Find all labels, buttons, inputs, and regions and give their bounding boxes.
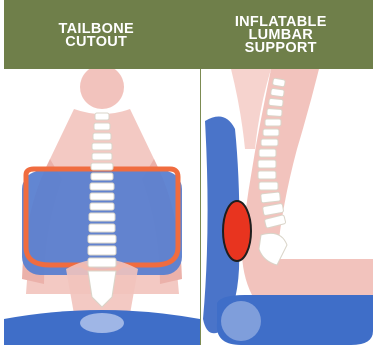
tailbone-cutout-panel <box>4 69 201 345</box>
tailbone-cutout-illustration-icon <box>4 69 200 345</box>
inflatable-lumbar-support-panel <box>201 69 373 345</box>
column-title-left: TAILBONE CUTOUT <box>4 0 189 69</box>
header-bar: TAILBONE CUTOUT INFLATABLE LUMBAR SUPPOR… <box>4 0 373 69</box>
column-title-right: INFLATABLE LUMBAR SUPPORT <box>189 0 374 69</box>
illustration-panels <box>4 69 373 345</box>
inflatable-lumbar-support-illustration-icon <box>201 69 373 345</box>
inflatable-lumbar-support-label: INFLATABLE LUMBAR SUPPORT <box>235 16 327 55</box>
tailbone-cutout-label: TAILBONE CUTOUT <box>59 23 134 49</box>
